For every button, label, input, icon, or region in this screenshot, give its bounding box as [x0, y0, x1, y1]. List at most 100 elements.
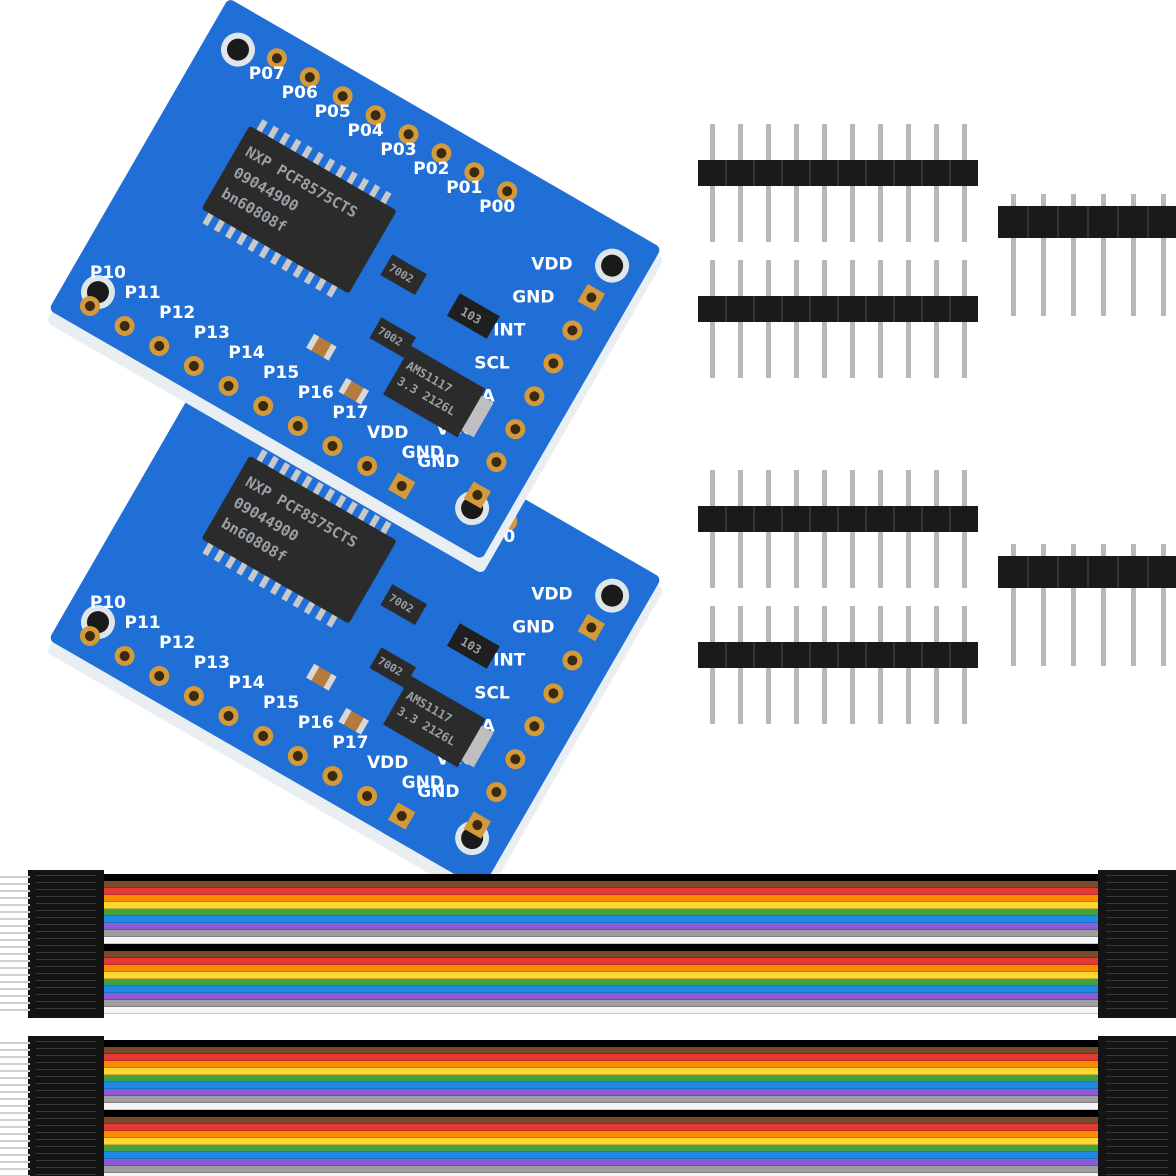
regulator-tab [461, 725, 494, 768]
header-pin [1101, 236, 1106, 316]
label-p11: P11 [124, 613, 160, 633]
jumper-wire [100, 965, 1100, 972]
pad-hole [491, 457, 502, 468]
dupont-pin [0, 1098, 30, 1100]
jumper-wire [100, 916, 1100, 923]
ic-lead [356, 177, 369, 193]
connector-seam [36, 1055, 96, 1056]
ic-lead [326, 282, 339, 298]
connector-seam [1106, 882, 1168, 883]
header-divider [1027, 206, 1029, 238]
ic-lead [303, 269, 316, 285]
connector-seam [1106, 987, 1168, 988]
dupont-pin [0, 1063, 30, 1065]
connector-seam [1106, 1153, 1168, 1154]
pad-hole [154, 340, 165, 351]
header-divider [725, 506, 727, 532]
ic-lead [345, 171, 358, 187]
jumper-wire [100, 1075, 1100, 1082]
wire-shade [100, 978, 1100, 979]
label-vdd_right: VDD [531, 585, 572, 605]
connector-seam [36, 1008, 96, 1009]
header-divider [753, 296, 755, 322]
wire-shade [100, 1081, 1100, 1082]
dupont-pin [0, 1002, 30, 1004]
pcf8575-chip [202, 456, 396, 623]
ic-lead [311, 481, 324, 497]
ic-lead [270, 250, 283, 266]
capacitor-end [323, 343, 337, 361]
wire-shade [100, 999, 1100, 1000]
dupont-pin [0, 1154, 30, 1156]
label-p06: P06 [282, 83, 318, 103]
ic-lead [292, 593, 305, 609]
header-divider [1057, 556, 1059, 588]
header-divider [753, 160, 755, 186]
header-divider [837, 506, 839, 532]
pad-hole [529, 721, 540, 732]
connector-seam [36, 1083, 96, 1084]
capacitor-end [338, 707, 352, 725]
ams1117-regulator [383, 345, 486, 438]
connector-seam [1106, 896, 1168, 897]
pad-hole [502, 186, 513, 197]
jumper-wire [100, 874, 1100, 881]
wire-shade [100, 880, 1100, 881]
ic-lead [224, 554, 238, 570]
wire-shade [100, 1074, 1100, 1075]
ic-lead [266, 125, 279, 141]
dupont-pin [0, 1147, 30, 1149]
label-p10: P10 [90, 263, 126, 283]
ic-lead [258, 243, 271, 259]
pad-hole [327, 440, 338, 451]
ic-lead [277, 462, 291, 478]
pad-hole [469, 167, 480, 178]
header-divider [837, 296, 839, 322]
ic-lead [311, 151, 324, 167]
header-divider [781, 160, 783, 186]
label-p12: P12 [159, 633, 195, 653]
jumper-wire [100, 1061, 1100, 1068]
dupont-pin [0, 1056, 30, 1058]
ic-lead [334, 164, 347, 180]
connector-seam [1106, 1069, 1168, 1070]
wire-shade [100, 957, 1100, 958]
mounting-hole-center [226, 38, 249, 61]
header-divider [725, 296, 727, 322]
header-divider [921, 160, 923, 186]
header-pin [1161, 236, 1166, 316]
dupont-pin [0, 939, 30, 941]
dupont-pin [0, 911, 30, 913]
header-divider [1117, 206, 1119, 238]
mounting-hole-center [601, 254, 624, 277]
header-divider [921, 642, 923, 668]
jumper-wire [100, 1068, 1100, 1075]
header-divider [865, 296, 867, 322]
connector-seam [36, 903, 96, 904]
jumper-wire [100, 1089, 1100, 1096]
resistor-network [446, 623, 500, 669]
ic-lead [213, 217, 226, 233]
header-divider [809, 296, 811, 322]
ic-lead [224, 224, 238, 240]
dupont-pin [0, 960, 30, 962]
jumper-wire [100, 1145, 1100, 1152]
connector-seam [36, 1076, 96, 1077]
dupont-pin [0, 988, 30, 990]
pcf8575-board-1: P07P06P05P04P03P02P01P00VDDGNDINTSCLSDAV… [48, 0, 663, 572]
connector-seam [36, 1041, 96, 1042]
dupont-connector-right [1098, 1036, 1176, 1176]
label-p10: P10 [90, 593, 126, 613]
jumper-wire [100, 888, 1100, 895]
dupont-pin [0, 1105, 30, 1107]
label-p02: P02 [413, 159, 449, 179]
header-divider [921, 506, 923, 532]
ic-lead [281, 256, 294, 272]
wire-shade [100, 1067, 1100, 1068]
wire-shade [100, 1006, 1100, 1007]
dupont-pin [0, 1133, 30, 1135]
wire-shade [100, 1046, 1100, 1047]
dupont-pin [0, 974, 30, 976]
header-pin [1011, 544, 1016, 558]
label-p13: P13 [194, 323, 230, 343]
